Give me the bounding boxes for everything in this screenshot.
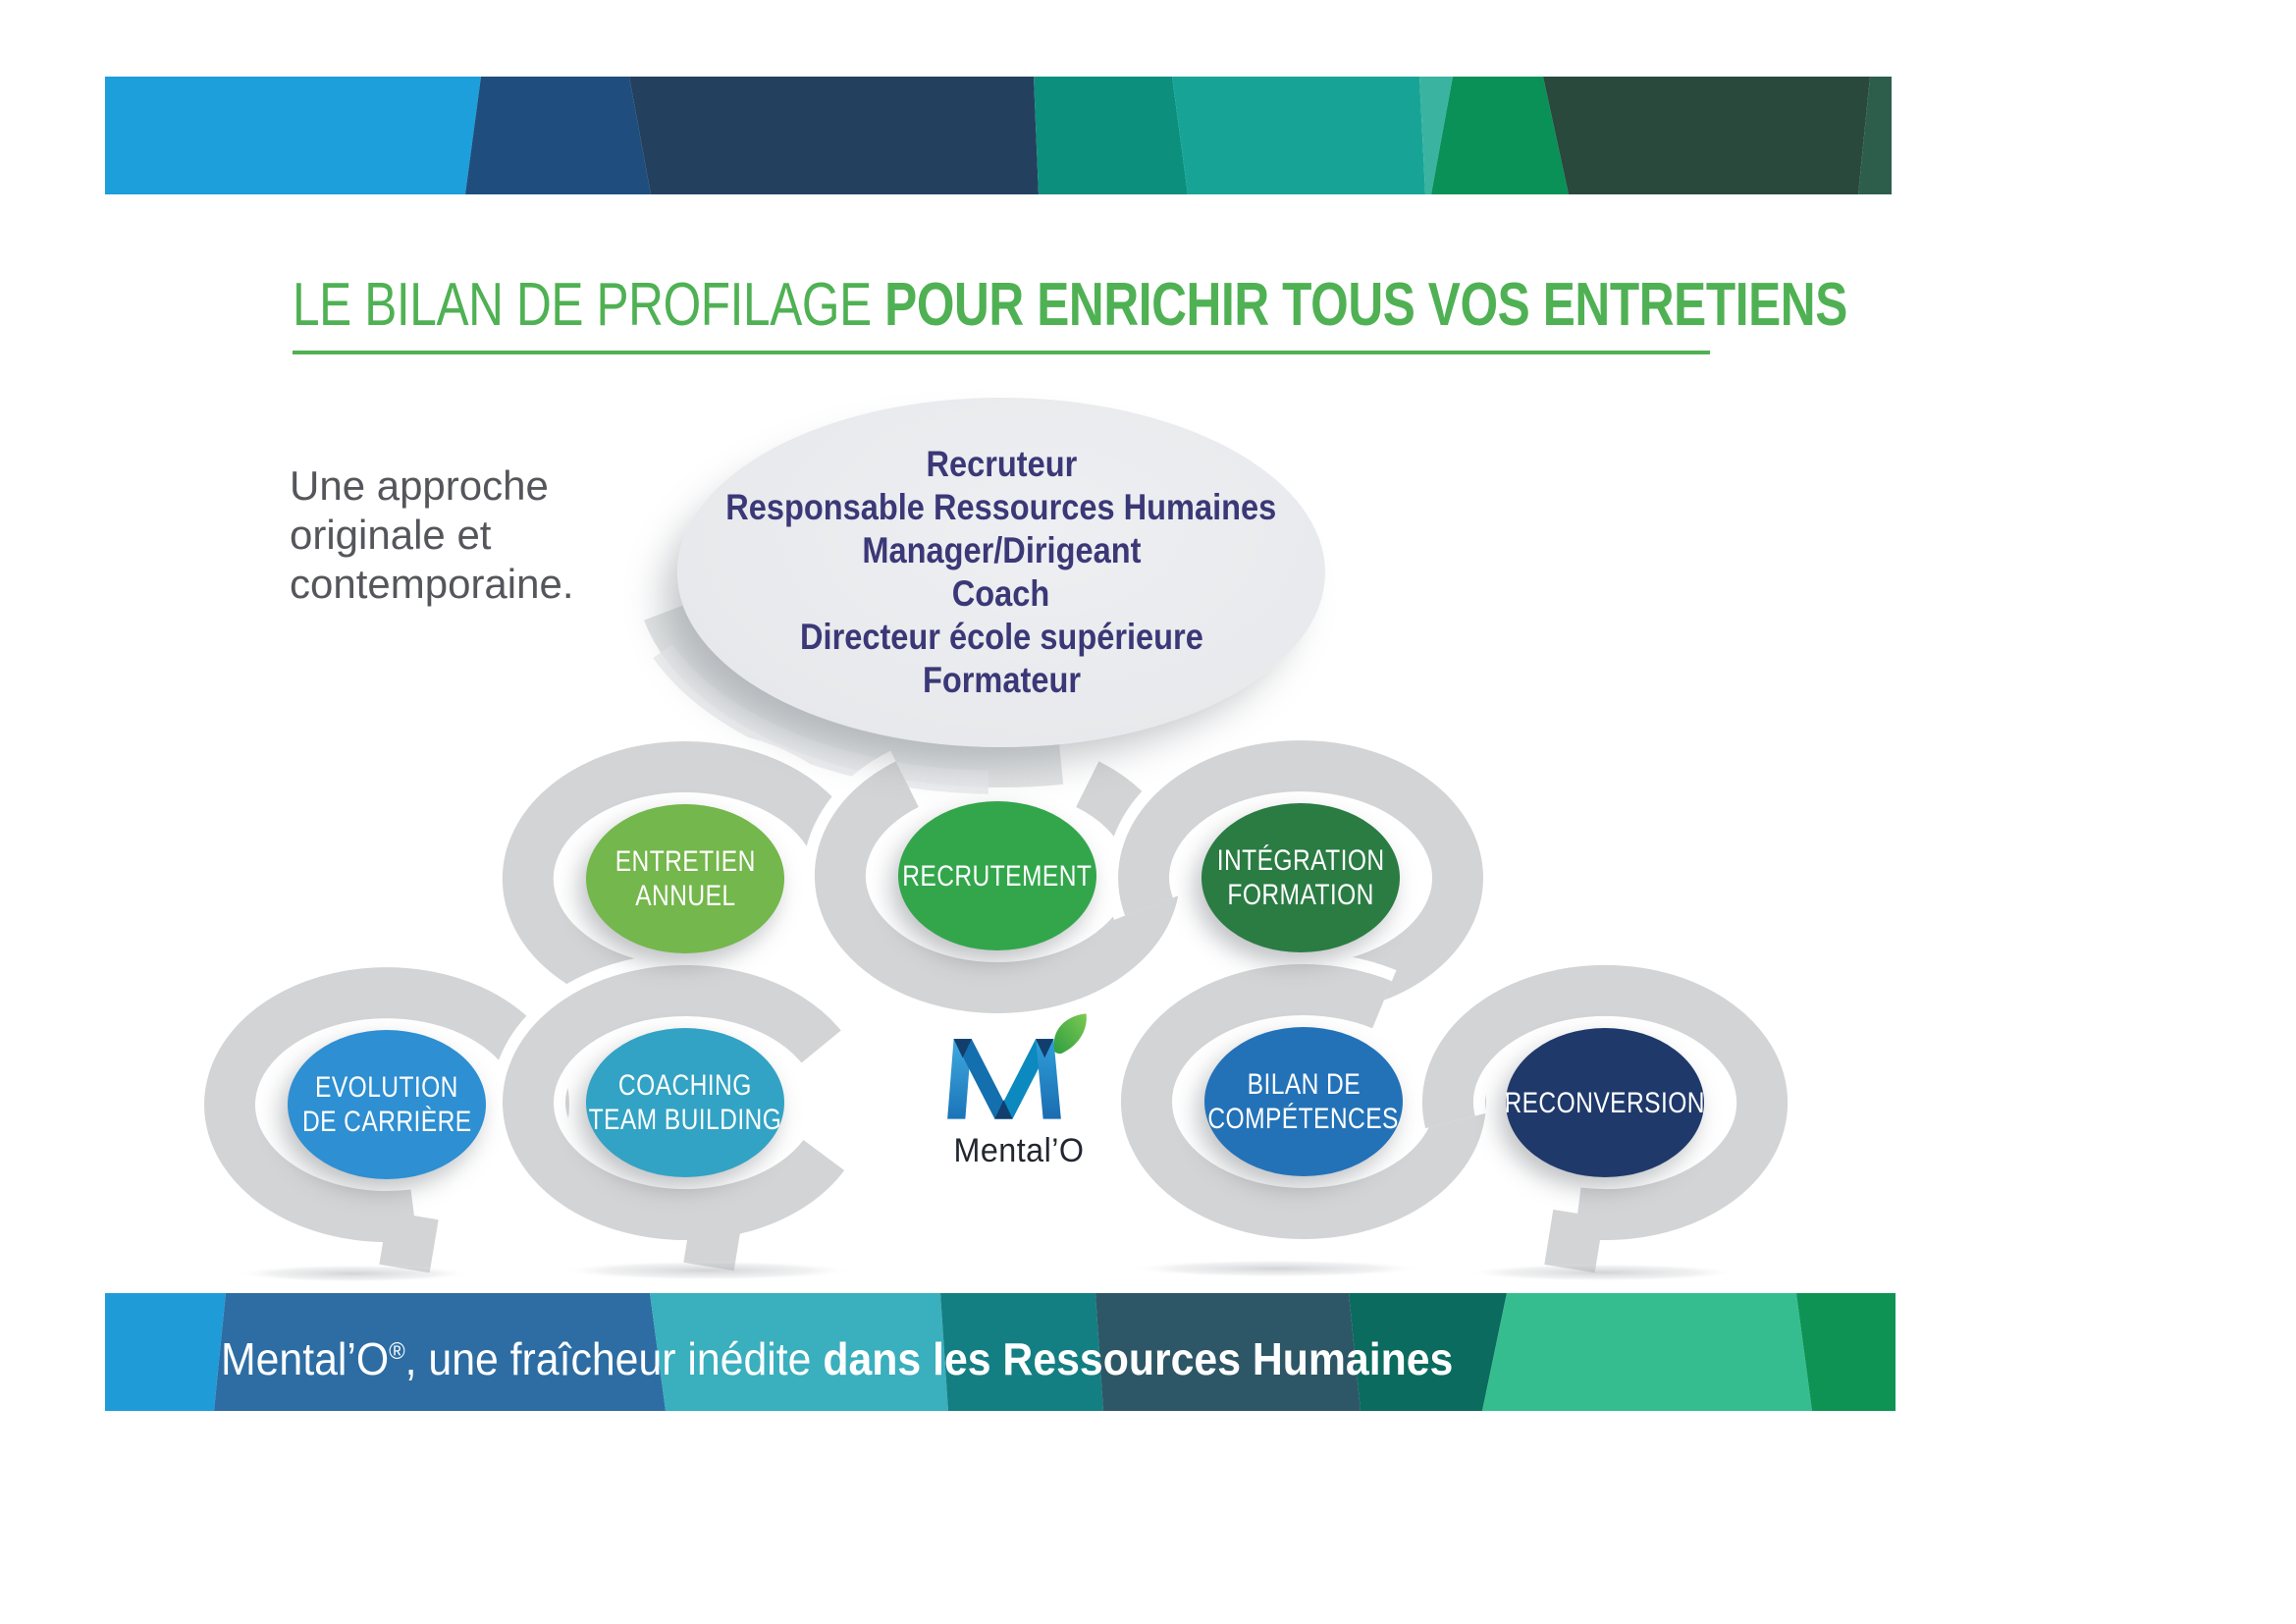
leaf-icon xyxy=(1053,1013,1087,1055)
audience-role: Responsable Ressources Humaines xyxy=(725,487,1277,527)
bubble-bilan-de-competences: BILAN DE COMPÉTENCES xyxy=(1204,1027,1403,1176)
bubble-label-line: COMPÉTENCES xyxy=(1207,1103,1400,1135)
bubble-label-line: RECRUTEMENT xyxy=(902,859,1093,893)
bubble-label-line: BILAN DE xyxy=(1247,1068,1361,1101)
bubble-coaching-team-building: COACHING TEAM BUILDING xyxy=(586,1028,784,1177)
audience-ellipse: Recruteur Responsable Ressources Humaine… xyxy=(677,398,1325,747)
ground-shadows xyxy=(236,1260,1739,1282)
bubble-label-line: ANNUEL xyxy=(634,880,736,912)
intro-text: Une approche originale et contemporaine. xyxy=(290,461,574,609)
bubble-entretien-annuel: ENTRETIEN ANNUEL xyxy=(586,804,784,953)
page-title: LE BILAN DE PROFILAGE POUR ENRICHIR TOUS… xyxy=(293,275,1847,336)
audience-role: Directeur école supérieure xyxy=(799,617,1203,657)
title-underline xyxy=(293,351,1710,354)
page-title-regular: LE BILAN DE PROFILAGE xyxy=(293,271,885,339)
bubble-label-line: COACHING xyxy=(618,1069,752,1102)
audience-role: Manager/Dirigeant xyxy=(861,530,1142,570)
audience-role: Formateur xyxy=(922,660,1081,700)
bubble-reconversion: RECONVERSION xyxy=(1504,1028,1706,1177)
mentalo-monogram-icon xyxy=(947,1013,1087,1119)
audience-role: Recruteur xyxy=(926,444,1077,484)
footer-tagline: Mental’O®, une fraîcheur inédite dans le… xyxy=(221,1325,1453,1386)
bottom-banner xyxy=(105,1293,1896,1411)
page-title-bold: POUR ENRICHIR TOUS VOS ENTRETIENS xyxy=(884,271,1847,339)
intro-line: originale et xyxy=(290,512,492,558)
footer-regular: , une fraîcheur inédite xyxy=(404,1333,824,1384)
bubble-integration-formation: INTÉGRATION FORMATION xyxy=(1201,803,1400,952)
bubble-label-line: RECONVERSION xyxy=(1504,1086,1706,1119)
bubble-label-line: TEAM BUILDING xyxy=(588,1104,782,1136)
footer-brand: Mental’O xyxy=(221,1333,390,1384)
bubble-label-line: INTÉGRATION xyxy=(1216,844,1385,877)
bubble-evolution-de-carriere: EVOLUTION DE CARRIÈRE xyxy=(288,1030,486,1179)
bubble-label-line: FORMATION xyxy=(1227,879,1374,911)
bubble-label-line: DE CARRIÈRE xyxy=(301,1106,472,1138)
top-banner xyxy=(105,77,1892,194)
bubble-label-line: EVOLUTION xyxy=(315,1071,458,1104)
bubble-recrutement: RECRUTEMENT xyxy=(898,801,1096,950)
swirl-ribbons xyxy=(192,605,1800,1273)
registered-mark: ® xyxy=(389,1338,405,1365)
bubble-label-line: ENTRETIEN xyxy=(614,845,756,878)
mentalo-logo: Mental’O xyxy=(940,1013,1097,1170)
intro-line: Une approche xyxy=(290,462,549,509)
footer-bold: dans les Ressources Humaines xyxy=(823,1333,1454,1384)
intro-line: contemporaine. xyxy=(290,561,574,607)
audience-role: Coach xyxy=(952,573,1050,614)
logo-wordmark: Mental’O xyxy=(953,1132,1085,1169)
